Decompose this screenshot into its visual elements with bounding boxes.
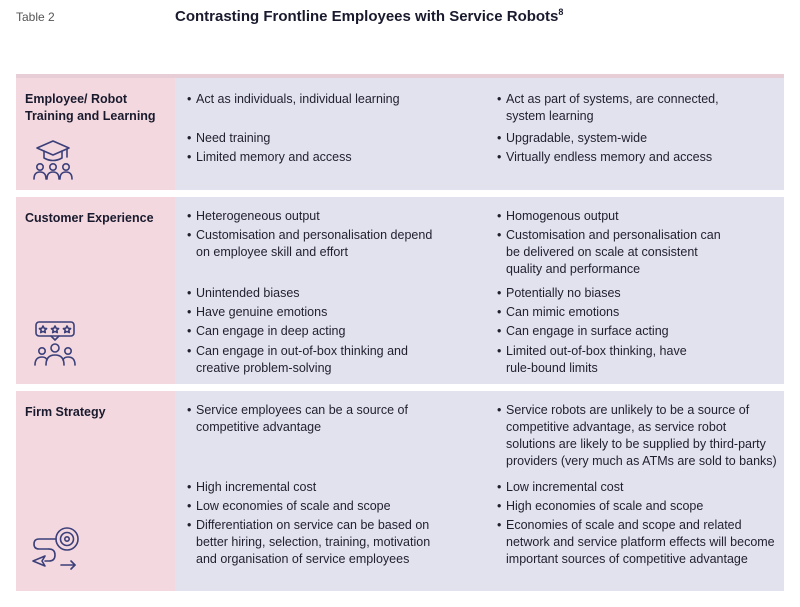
page-title: Contrasting Frontline Employees with Ser… [175, 7, 563, 25]
list-item: •Can engage in surface acting [497, 324, 669, 338]
list-item: •Differentiation on service can be based… [187, 518, 431, 566]
target-strategy-icon [32, 527, 79, 570]
list-item: •Virtually endless memory and access [497, 150, 713, 164]
row-header: Employee/ Robot Training and Learning [16, 78, 175, 190]
row-body: •Heterogeneous output •Customisation and… [175, 197, 784, 384]
table-label: Table 2 [16, 10, 55, 24]
row-firm-strategy: Firm Strategy •Service employees can be … [16, 391, 784, 591]
graduation-people-icon [33, 140, 73, 180]
list-item: •Homogenous output [497, 209, 619, 223]
list-item: •Unintended biases [187, 286, 300, 300]
list-item: •Economies of scale and scope and relate… [497, 518, 775, 566]
list-item: •Limited memory and access [187, 150, 352, 164]
list-item: •Service robots are unlikely to be a sou… [497, 403, 777, 468]
list-item: •Low incremental cost [497, 480, 624, 494]
list-item: •Can engage in deep acting [187, 324, 346, 338]
row-label-line1: Customer Experience [25, 211, 154, 225]
row-label-line1: Employee/ Robot [25, 92, 128, 106]
list-item: •Low economies of scale and scope [187, 499, 391, 513]
row-header: Customer Experience [16, 197, 175, 384]
row-body: •Act as individuals, individual learning… [175, 78, 784, 190]
table-top-border [16, 74, 784, 78]
list-item: •Potentially no biases [497, 286, 621, 300]
row-customer-experience: Customer Experience •Heterogeneous outpu… [16, 197, 784, 384]
list-item: •Have genuine emotions [187, 305, 328, 319]
list-item: •Upgradable, system-wide [497, 131, 648, 145]
list-item: •High incremental cost [187, 480, 317, 494]
row-header: Firm Strategy [16, 391, 175, 591]
list-item: •Customisation and personalisation depen… [187, 228, 433, 259]
list-item: •Heterogeneous output [187, 209, 320, 223]
title-footnote: 8 [558, 7, 564, 17]
row-label-line2: Training and Learning [25, 109, 156, 123]
row-training-learning: Employee/ Robot Training and Learning •A… [16, 78, 784, 190]
list-item: •Act as part of systems, are connected,s… [497, 92, 719, 123]
list-item: •Can mimic emotions [497, 305, 620, 319]
list-item: •High economies of scale and scope [497, 499, 704, 513]
list-item: •Act as individuals, individual learning [187, 92, 400, 106]
list-item: •Need training [187, 131, 271, 145]
row-label-line1: Firm Strategy [25, 405, 106, 419]
customer-rating-icon [34, 321, 76, 366]
title-text: Contrasting Frontline Employees with Ser… [175, 8, 559, 25]
